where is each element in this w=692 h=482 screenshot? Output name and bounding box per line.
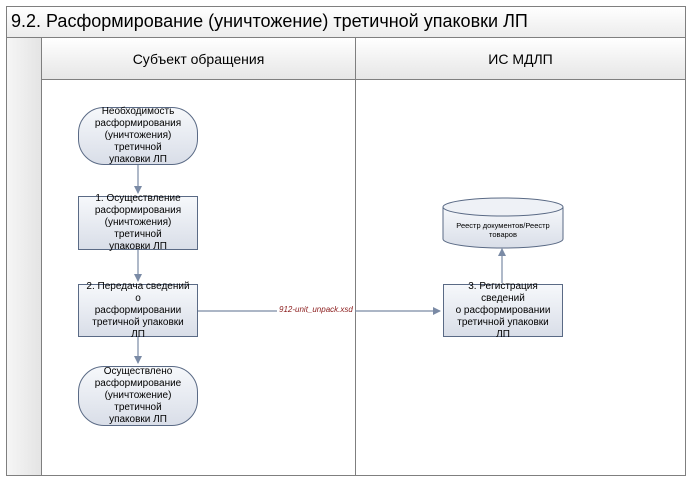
lane-divider [355,38,356,475]
process-step-2: 2. Передача сведений о расформировании т… [78,281,198,340]
process-step-3: 3. Регистрация сведений о расформировани… [443,281,563,340]
end-terminal: Осуществлено расформирование (уничтожени… [78,366,198,426]
database-icon [442,197,564,249]
lane-header-mdlp: ИС МДЛП [356,38,685,80]
database-label: Реестр документов/Реестр товаров [456,221,550,239]
lane-header-subject: Субъект обращения [42,38,355,80]
database-registry: Реестр документов/Реестр товаров [442,197,564,249]
process-step-1: 1. Осуществление расформирования (уничто… [78,193,198,252]
start-terminal: Необходимость расформирования (уничтожен… [78,106,198,165]
message-label: 912-unit_unpack.xsd [277,305,355,314]
diagram-frame: 9.2. Расформирование (уничтожение) трети… [6,6,686,476]
diagram-title: 9.2. Расформирование (уничтожение) трети… [11,11,528,31]
title-bar: 9.2. Расформирование (уничтожение) трети… [7,7,685,38]
pool-band [7,38,42,475]
